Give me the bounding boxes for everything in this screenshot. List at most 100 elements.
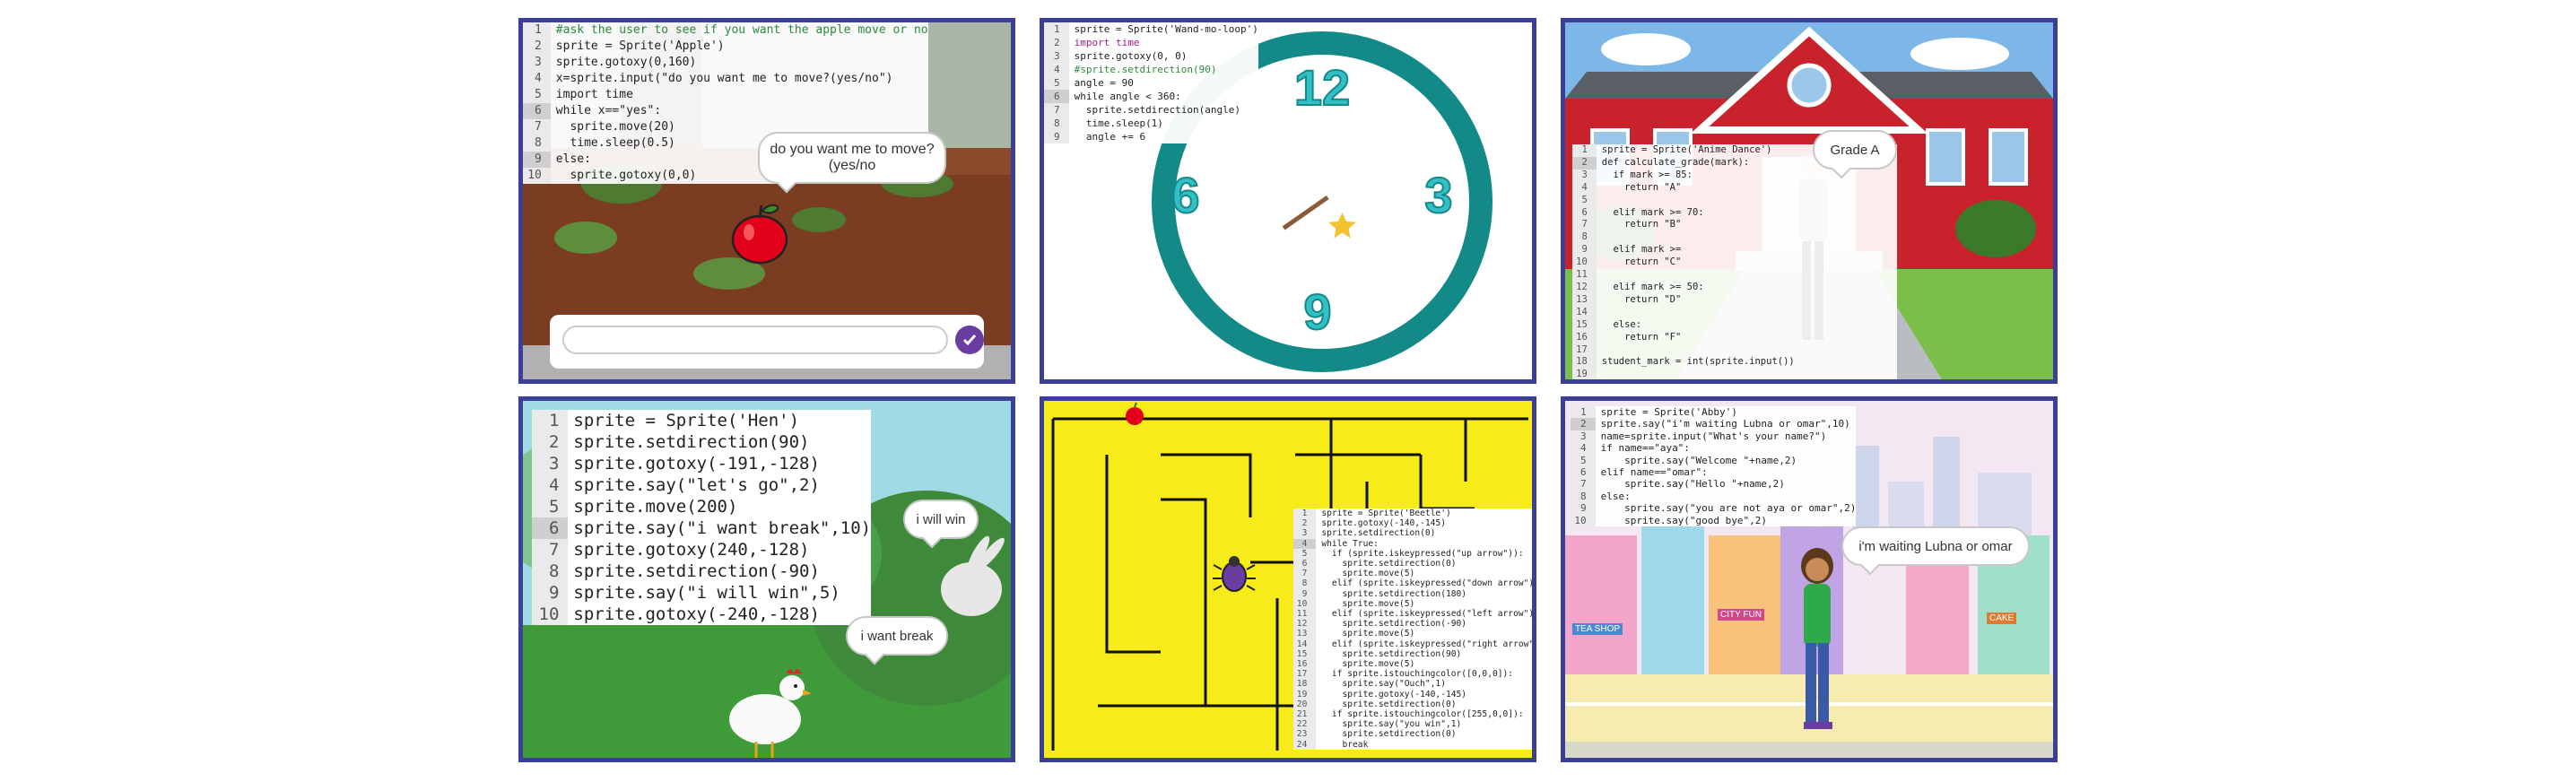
code-line[interactable]: 7 sprite.move(20): [523, 119, 928, 135]
code-line[interactable]: 24 break: [1293, 739, 1532, 750]
abby-sprite[interactable]: [1786, 544, 1849, 751]
code-line[interactable]: 4 return "A": [1572, 181, 1897, 195]
code-line[interactable]: 8 elif (sprite.iskeypressed("down arrow"…: [1293, 578, 1532, 589]
code-line[interactable]: 19: [1572, 369, 1897, 379]
line-text: sprite.say("Ouch",1): [1321, 679, 1446, 690]
answer-input[interactable]: [562, 326, 948, 354]
apple-sprite[interactable]: [724, 196, 796, 268]
line-number: 20: [1572, 381, 1597, 384]
code-line[interactable]: 10 sprite.gotoxy(0,0): [523, 168, 928, 184]
code-line[interactable]: 9 elif mark >=: [1572, 244, 1897, 257]
code-line[interactable]: 17 if sprite.istouchingcolor([0,0,0]):: [1293, 669, 1532, 680]
submit-button[interactable]: [955, 326, 984, 354]
code-line[interactable]: 22 sprite.say("you win",1): [1293, 719, 1532, 730]
code-line[interactable]: 16 return "F": [1572, 331, 1897, 344]
code-line[interactable]: 16 sprite.move(5): [1293, 659, 1532, 670]
code-line[interactable]: 5: [1572, 194, 1897, 207]
code-line[interactable]: 21 if sprite.istouchingcolor([255,0,0]):: [1293, 709, 1532, 720]
code-line[interactable]: 9 angle += 6: [1044, 130, 1258, 143]
code-line[interactable]: 1#ask the user to see if you want the ap…: [523, 22, 928, 39]
code-line[interactable]: 20 sprite.setdirection(0): [1293, 699, 1532, 710]
beetle-sprite[interactable]: [1211, 555, 1256, 595]
code-line[interactable]: 13 sprite.move(5): [1293, 629, 1532, 639]
code-line[interactable]: 8 time.sleep(1): [1044, 117, 1258, 130]
code-line[interactable]: 5 if (sprite.iskeypressed("up arrow")):: [1293, 548, 1532, 560]
code-line[interactable]: 9 sprite.setdirection(180): [1293, 588, 1532, 599]
code-line[interactable]: 10 sprite.move(5): [1293, 598, 1532, 610]
speech-bubble-text: do you want me to move?(yes/no: [770, 142, 935, 173]
code-line[interactable]: 19 sprite.gotoxy(-140,-145): [1293, 689, 1532, 699]
code-line[interactable]: 11 elif (sprite.iskeypressed("left arrow…: [1293, 609, 1532, 620]
code-line[interactable]: 12 sprite.setdirection(-90): [1293, 619, 1532, 630]
code-line[interactable]: 9 sprite.say("you are not aya or omar",2…: [1571, 502, 1856, 515]
code-line[interactable]: 7 sprite.say("Hello "+name,2): [1571, 478, 1856, 491]
code-line[interactable]: 14 elif (sprite.iskeypressed("right arro…: [1293, 639, 1532, 649]
code-line[interactable]: 12 elif mark >= 50:: [1572, 281, 1897, 294]
code-line[interactable]: 6 sprite.setdirection(0): [1293, 559, 1532, 569]
code-line[interactable]: 8: [1572, 231, 1897, 245]
code-line[interactable]: 15 else:: [1572, 318, 1897, 332]
code-line[interactable]: 14: [1572, 306, 1897, 319]
code-editor[interactable]: 1#ask the user to see if you want the ap…: [523, 22, 928, 184]
code-line[interactable]: 7 sprite.move(5): [1293, 569, 1532, 579]
code-line[interactable]: 17: [1572, 343, 1897, 357]
code-line[interactable]: 23 sprite.setdirection(0): [1293, 729, 1532, 740]
code-line[interactable]: 7 return "B": [1572, 219, 1897, 232]
code-line[interactable]: 15 sprite.setdirection(90): [1293, 648, 1532, 660]
line-text: sprite.say("Welcome "+name,2): [1600, 454, 1797, 466]
code-line[interactable]: 6 elif mark >= 70:: [1572, 206, 1897, 220]
code-line[interactable]: 7 sprite.setdirection(angle): [1044, 103, 1258, 117]
code-line[interactable]: 18 sprite.say("Ouch",1): [1293, 679, 1532, 690]
hen-sprite[interactable]: [720, 652, 819, 760]
code-line[interactable]: 3 if mark >= 85:: [1572, 169, 1897, 182]
line-text: sprite.setdirection(-90): [573, 561, 820, 581]
code-line[interactable]: 10 return "C": [1572, 256, 1897, 270]
code-line[interactable]: 11: [1572, 269, 1897, 282]
code-line[interactable]: 5 sprite.say("Welcome "+name,2): [1571, 454, 1856, 467]
code-line[interactable]: 4#sprite.setdirection(90): [1044, 63, 1258, 76]
code-line[interactable]: 8 time.sleep(0.5): [523, 135, 928, 152]
code-line[interactable]: 10 sprite.say("good bye",2): [1571, 514, 1856, 527]
code-line[interactable]: 13 return "D": [1572, 293, 1897, 307]
